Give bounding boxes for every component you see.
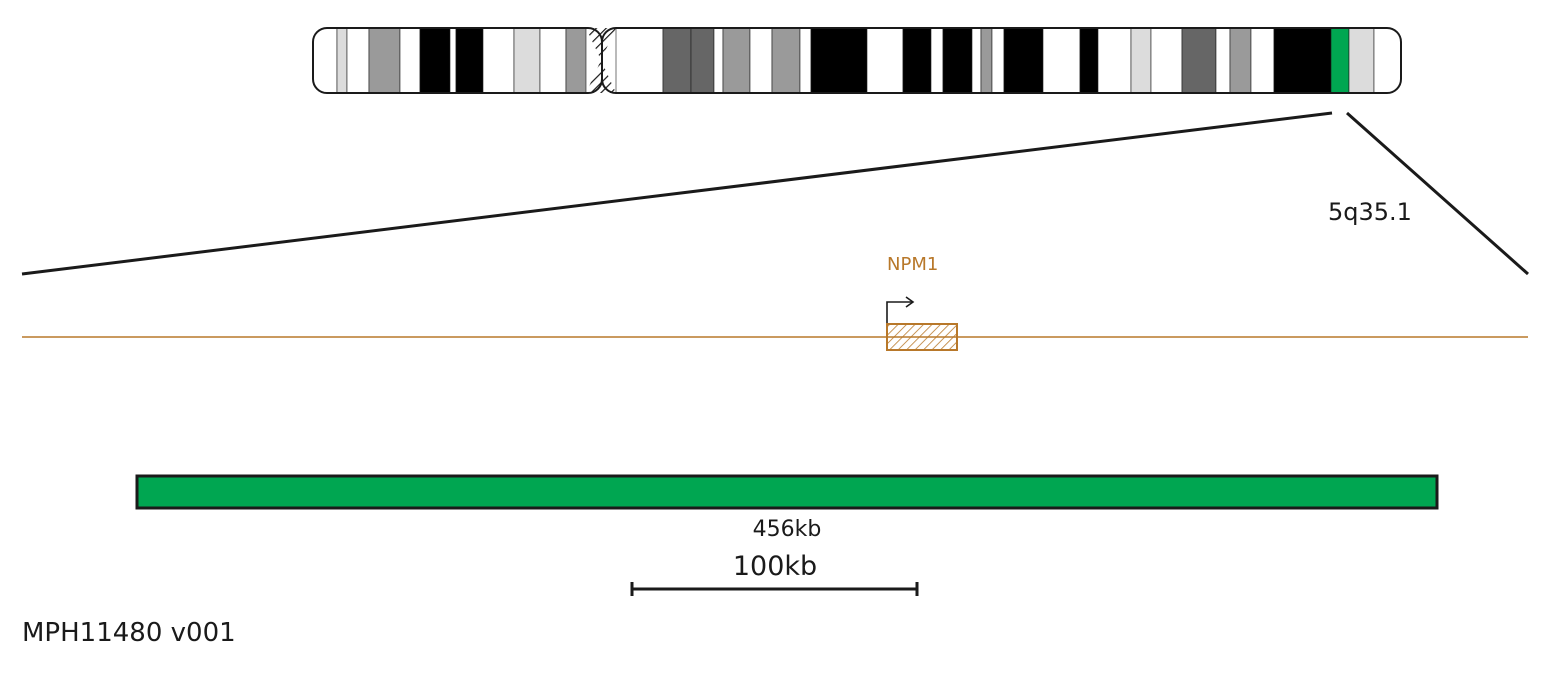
chromosome-band <box>399 28 421 93</box>
scale-bar: 100kb <box>630 551 919 596</box>
band-label: 5q35.1 <box>1328 198 1412 226</box>
chromosome-band <box>368 28 401 93</box>
chromosome-band <box>1079 28 1099 93</box>
chromosome-band <box>722 28 751 93</box>
chromosome-band <box>419 28 451 93</box>
chromosome-band <box>690 28 715 93</box>
chromosome-band <box>1042 28 1081 93</box>
arrowhead-icon <box>905 296 915 308</box>
chromosome-band <box>991 28 1005 93</box>
p-arm-bands <box>313 28 587 93</box>
chromosome-band <box>336 28 348 93</box>
chromosome-band <box>930 28 944 93</box>
transcription-start-arrow-icon <box>886 301 912 323</box>
probe-bar <box>135 474 1439 510</box>
chromosome-band <box>1097 28 1132 93</box>
chromosome-band <box>1250 28 1275 93</box>
chromosome-band <box>971 28 982 93</box>
chromosome-band <box>565 28 587 93</box>
zoom-line-left <box>21 111 1333 276</box>
zoom-line-right <box>1346 111 1529 276</box>
highlighted-band-5q35-1 <box>1330 28 1350 93</box>
chromosome-band <box>539 28 567 93</box>
chromosome-band <box>1130 28 1152 93</box>
chromosome-band <box>713 28 724 93</box>
chromosome-band <box>449 28 457 93</box>
chromosome-band <box>482 28 515 93</box>
chromosome-band <box>1373 28 1401 93</box>
probe-size-label: 456kb <box>753 517 822 542</box>
scale-bar-label: 100kb <box>733 551 817 582</box>
chromosome-band <box>799 28 812 93</box>
chromosome-band <box>902 28 932 93</box>
chromosome-band <box>942 28 973 93</box>
product-code: MPH11480 v001 <box>22 618 236 648</box>
chromosome-band <box>1003 28 1044 93</box>
chromosome-band <box>980 28 993 93</box>
chromosome-band <box>771 28 801 93</box>
q-arm-bands <box>615 28 1401 93</box>
chromosome-band <box>1181 28 1217 93</box>
chromosome-band <box>866 28 904 93</box>
chromosome-band <box>749 28 773 93</box>
gene-label: NPM1 <box>887 254 938 275</box>
chromosome-band <box>615 28 664 93</box>
chromosome-band <box>1150 28 1183 93</box>
chromosome-band <box>1348 28 1375 93</box>
chromosome-band <box>1215 28 1231 93</box>
chromosome-band <box>346 28 370 93</box>
chromosome-band <box>1229 28 1252 93</box>
chromosome-band <box>513 28 541 93</box>
chromosome-band <box>1273 28 1332 93</box>
q-arm-outline <box>601 27 1402 94</box>
gene-npm1: NPM1 <box>886 254 958 351</box>
chromosome-band <box>662 28 692 93</box>
chromosome-band <box>810 28 868 93</box>
chromosome-ideogram <box>312 27 1402 94</box>
gene-body <box>886 323 958 351</box>
chromosome-band <box>313 28 338 93</box>
chromosome-band <box>455 28 484 93</box>
